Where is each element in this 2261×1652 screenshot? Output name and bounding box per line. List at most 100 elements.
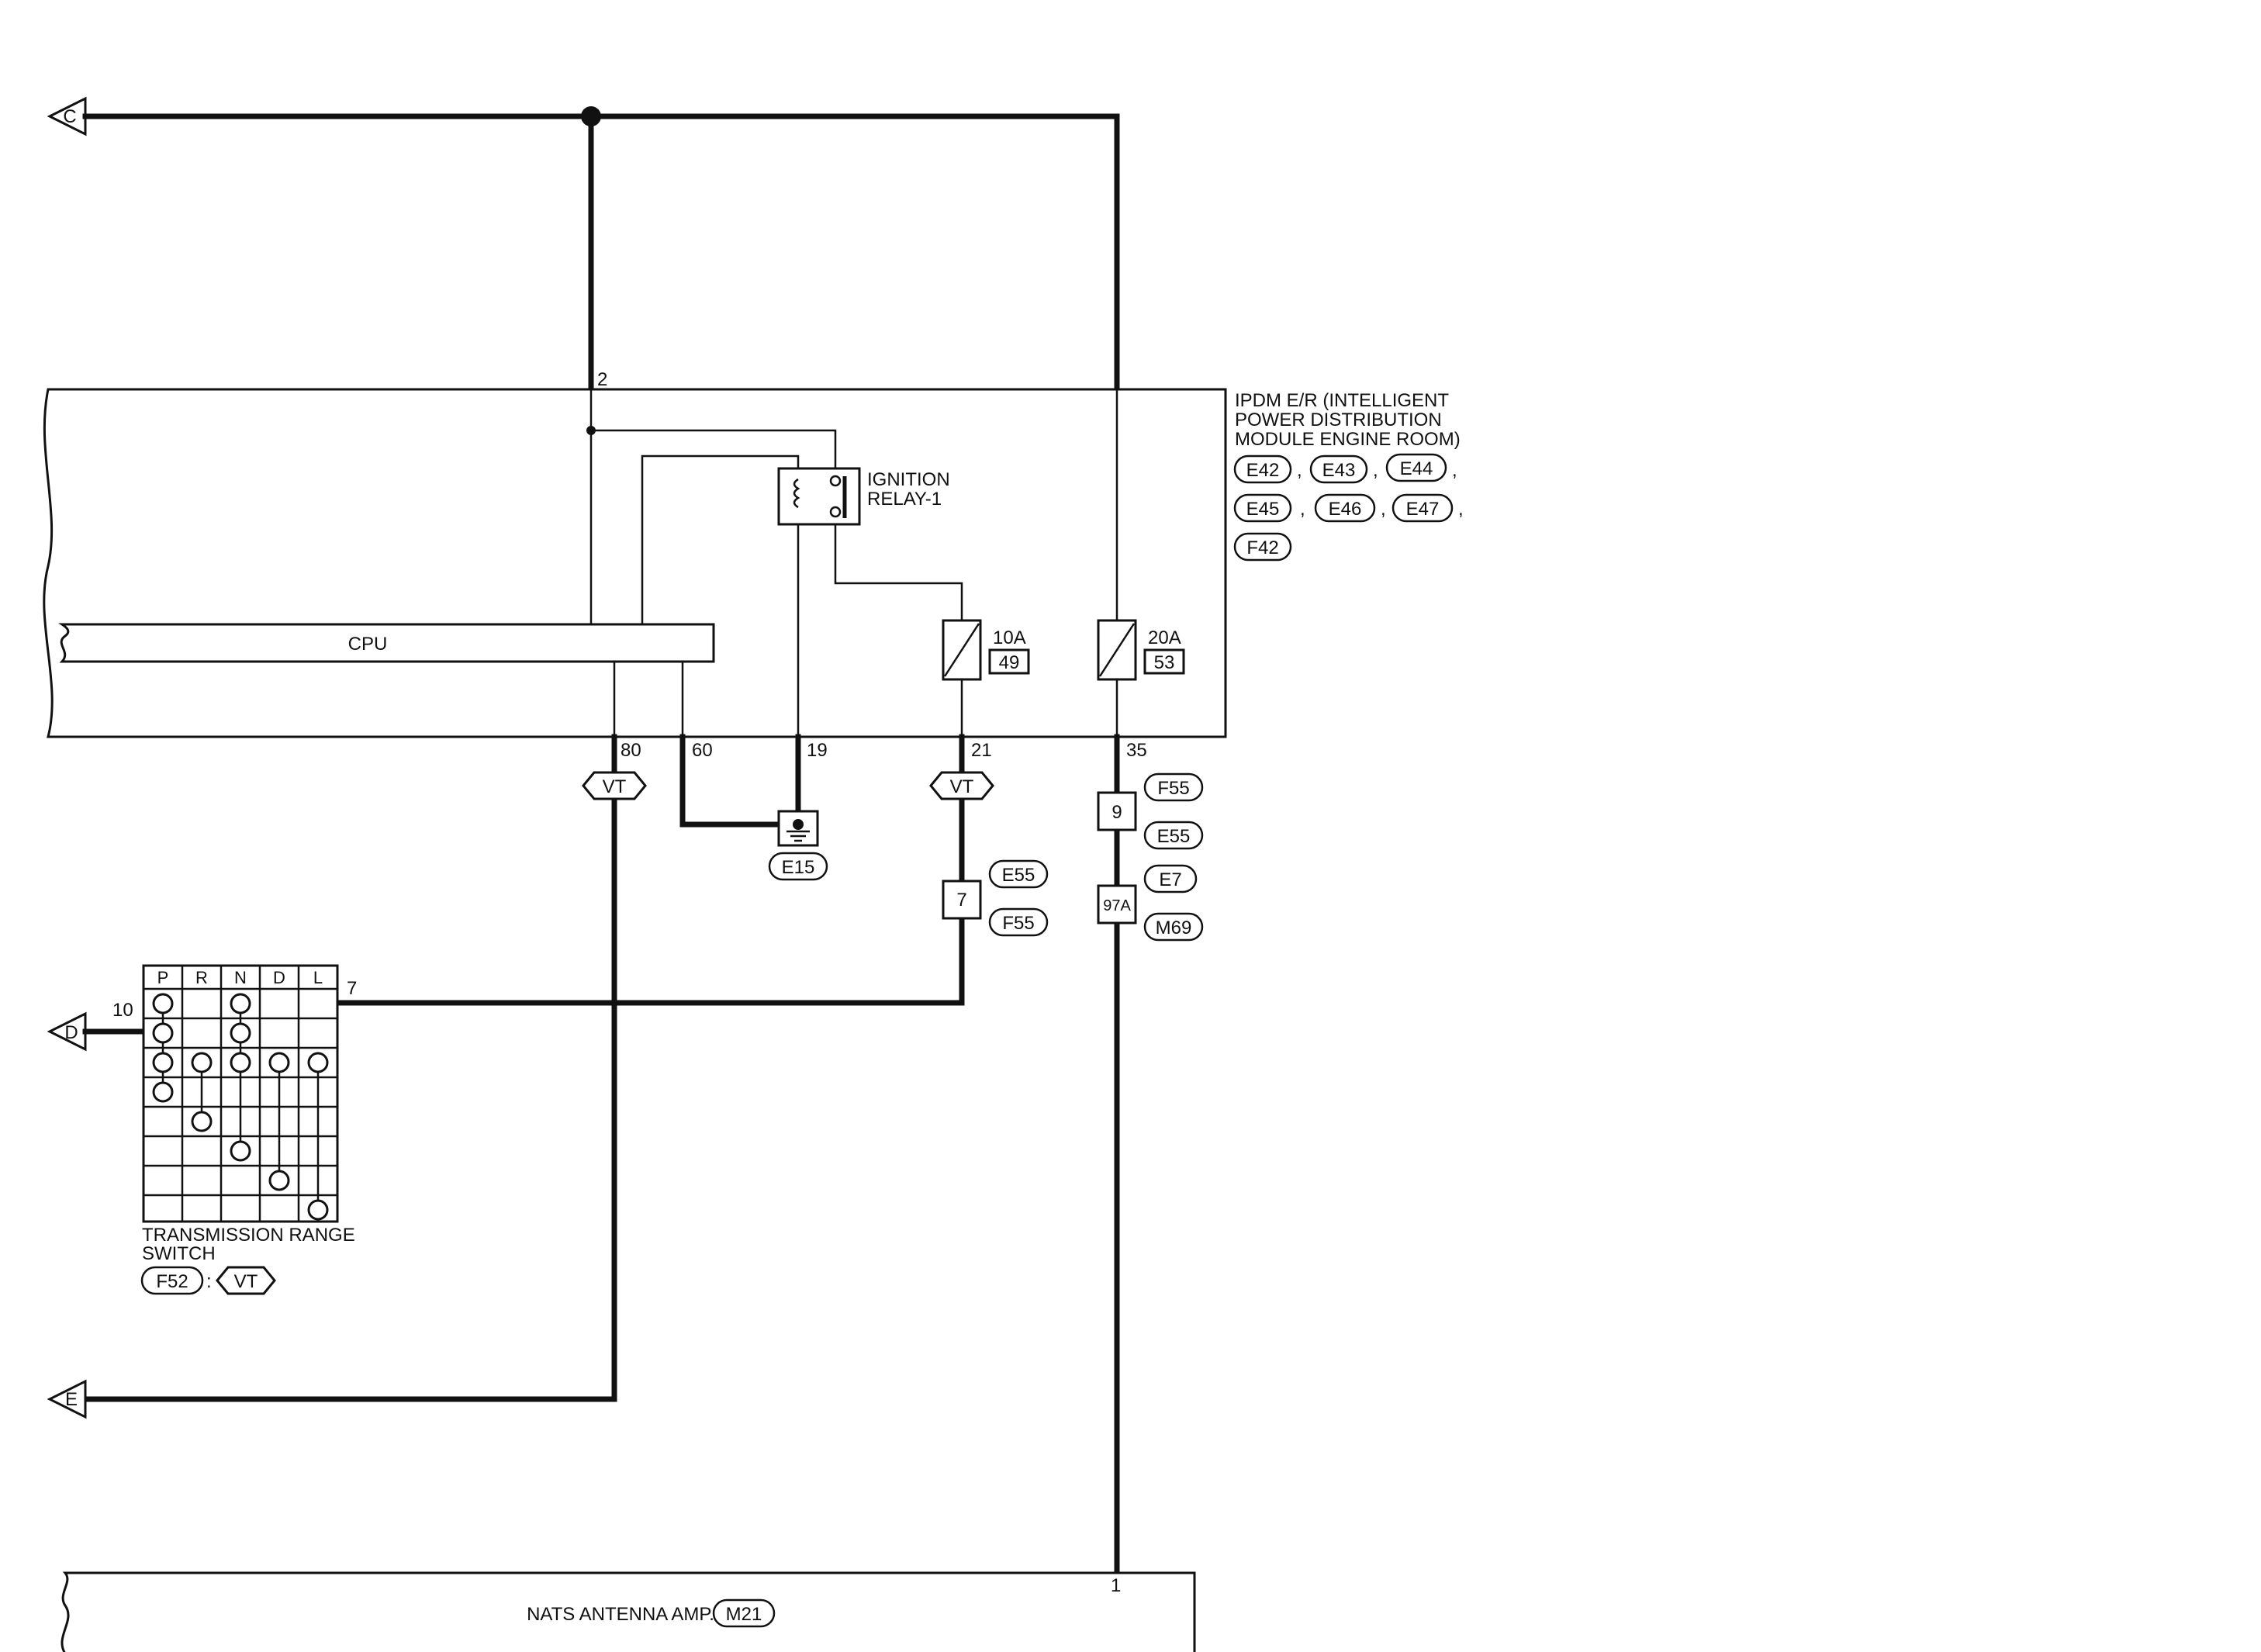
ipdm-pin-80: 80 xyxy=(621,740,641,761)
relay-label-line-1: IGNITION xyxy=(867,469,950,490)
internal-wire-relay-to-fuse49 xyxy=(834,521,963,620)
trs-header-n: N xyxy=(234,968,247,987)
ipdm-title-line-1: IPDM E/R (INTELLIGENT xyxy=(1235,390,1449,411)
ipdm-pin-21: 21 xyxy=(971,740,992,761)
svg-text:7: 7 xyxy=(956,890,966,911)
ipdm-connector-e45: E45 xyxy=(1233,493,1292,523)
svg-text:F52: F52 xyxy=(156,1271,188,1292)
ipdm-connector-e47: E47 xyxy=(1392,493,1454,523)
ground-splice xyxy=(793,819,804,830)
ground-connector-e15: E15 xyxy=(768,852,828,881)
svg-text:VT: VT xyxy=(234,1271,258,1292)
trs-header-p: P xyxy=(157,968,169,987)
fuse-53-number: 53 xyxy=(1154,652,1175,673)
fuse-10a xyxy=(942,619,982,681)
trs-vt-tag: VT xyxy=(216,1266,276,1295)
svg-text:F55: F55 xyxy=(1002,913,1034,934)
joint-connector-pin9: 9 xyxy=(1097,791,1137,831)
svg-text:F42: F42 xyxy=(1246,537,1278,558)
vt-tag-pin80: VT xyxy=(582,771,647,800)
relay-label-line-2: RELAY-1 xyxy=(867,489,942,510)
ipdm-pin-2: 2 xyxy=(597,369,607,390)
svg-text:E55: E55 xyxy=(1002,865,1035,886)
cpu-block xyxy=(58,623,715,663)
svg-text:M21: M21 xyxy=(726,1604,762,1625)
svg-text:VT: VT xyxy=(950,776,974,797)
ipdm-title-line-2: POWER DISTRIBUTION xyxy=(1235,410,1442,430)
ipdm-connector-e42: E42 xyxy=(1233,454,1292,484)
cpu-label: CPU xyxy=(348,634,388,655)
ipdm-connector-e46: E46 xyxy=(1314,493,1376,523)
joint-connector-pin7: 7 xyxy=(942,880,982,920)
wire-pin60-ground xyxy=(679,734,801,828)
trs-colon: : xyxy=(206,1271,212,1292)
separator: , xyxy=(1297,460,1302,481)
nats-pin-1: 1 xyxy=(1111,1575,1121,1596)
nats-antenna-amp-box xyxy=(61,1571,1196,1652)
ipdm-connector-e43: E43 xyxy=(1309,454,1368,484)
ipdm-pin-19: 19 xyxy=(807,740,828,761)
nats-label: NATS ANTENNA AMP. xyxy=(527,1604,714,1625)
svg-text:E42: E42 xyxy=(1246,460,1280,481)
fuse-20a xyxy=(1097,619,1137,681)
svg-text:E45: E45 xyxy=(1246,499,1280,520)
internal-wire-relay-coil xyxy=(641,454,800,624)
offpage-d-label: D xyxy=(64,1022,78,1043)
separator: , xyxy=(1452,460,1457,481)
joint-21-lower-f55: F55 xyxy=(988,907,1049,937)
svg-text:E44: E44 xyxy=(1400,458,1433,479)
joint-35a-lower-e55: E55 xyxy=(1143,821,1204,850)
fuse-49-number: 49 xyxy=(999,652,1020,673)
svg-text:E43: E43 xyxy=(1322,460,1356,481)
svg-text:E47: E47 xyxy=(1406,499,1440,520)
fuse-53-box xyxy=(1143,648,1185,675)
svg-text:97A: 97A xyxy=(1103,897,1131,914)
svg-text:E7: E7 xyxy=(1159,869,1181,890)
trs-connector-f52: F52 xyxy=(140,1266,204,1295)
ipdm-box xyxy=(43,388,1227,738)
internal-wire-relay-contact xyxy=(591,429,837,478)
fuse-49-box xyxy=(988,648,1030,675)
trs-header-r: R xyxy=(195,968,208,987)
separator: , xyxy=(1458,499,1464,520)
trs-label-line-1: TRANSMISSION RANGE xyxy=(142,1225,355,1246)
svg-text:E46: E46 xyxy=(1329,499,1362,520)
ipdm-connector-e44: E44 xyxy=(1385,453,1447,482)
transmission-range-switch-grid xyxy=(142,964,339,1223)
svg-text:9: 9 xyxy=(1111,802,1122,823)
joint-connector-pin97a: 97A xyxy=(1097,884,1137,924)
svg-text:M69: M69 xyxy=(1156,918,1192,938)
fuse-20a-rating: 20A xyxy=(1148,627,1181,648)
ipdm-pin-60: 60 xyxy=(692,740,713,761)
trs-label-line-2: SWITCH xyxy=(142,1243,216,1264)
svg-text:F55: F55 xyxy=(1157,778,1189,799)
ipdm-title-line-3: MODULE ENGINE ROOM) xyxy=(1235,429,1461,450)
joint-35a-upper-f55: F55 xyxy=(1143,772,1204,802)
trs-header-l: L xyxy=(313,968,323,987)
trs-pin-7: 7 xyxy=(347,978,357,999)
svg-text:E15: E15 xyxy=(782,857,815,878)
offpage-connector-e: E xyxy=(47,1379,87,1419)
svg-text:E55: E55 xyxy=(1157,826,1191,847)
offpage-c-label: C xyxy=(63,106,76,127)
ipdm-pin-35: 35 xyxy=(1126,740,1147,761)
trs-pin-10: 10 xyxy=(112,1000,133,1021)
nats-connector-m21: M21 xyxy=(712,1598,776,1628)
separator: , xyxy=(1373,460,1378,481)
vt-tag-pin21: VT xyxy=(929,771,994,800)
separator: , xyxy=(1300,499,1305,520)
separator: , xyxy=(1381,499,1386,520)
ipdm-connector-f42: F42 xyxy=(1233,532,1292,562)
ignition-relay-symbol xyxy=(777,467,861,526)
offpage-connector-d: D xyxy=(47,1011,87,1052)
joint-21-upper-e55: E55 xyxy=(988,859,1049,889)
offpage-connector-c: C xyxy=(47,96,87,137)
svg-text:VT: VT xyxy=(603,776,627,797)
wire-pin21-to-trs xyxy=(338,734,965,1006)
joint-35b-lower-m69: M69 xyxy=(1143,912,1204,942)
joint-35b-upper-e7: E7 xyxy=(1143,864,1198,893)
fuse-10a-rating: 10A xyxy=(993,627,1026,648)
offpage-e-label: E xyxy=(65,1389,78,1410)
trs-header-d: D xyxy=(273,968,285,987)
